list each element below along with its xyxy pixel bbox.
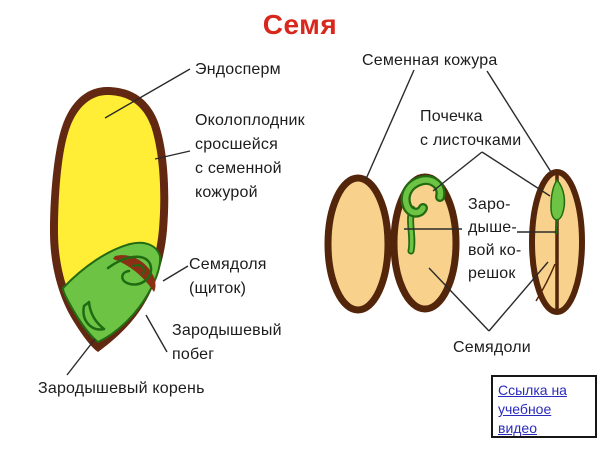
connector-root <box>66 338 96 376</box>
bean-seed-embryo-leaf <box>550 178 566 221</box>
connector-cotyledons-right <box>488 261 549 332</box>
connector-plumule-right <box>481 151 551 197</box>
label-embryonic-root: Зародышевый корень <box>38 380 205 397</box>
connector-shoot <box>145 314 168 353</box>
corn-embryo-swirl <box>106 255 153 286</box>
label-endosperm: Эндосперм <box>195 61 281 78</box>
label-cotyledons: Семядоли <box>453 339 531 356</box>
bean-cotyledon-left-half <box>324 174 392 314</box>
connector-lines <box>66 68 556 376</box>
label-embryonic-shoot: Зародышевый побег <box>172 322 282 363</box>
corn-embryo-swirl-inner <box>132 264 145 275</box>
connector-plumule-left <box>432 151 483 192</box>
bean-seed-thin-vein <box>535 263 556 302</box>
bean-plumule-hook-core <box>402 177 444 216</box>
connector-seed-coat-right <box>486 70 552 173</box>
connector-cotyledon <box>162 265 189 282</box>
page-title: Семя <box>262 9 338 40</box>
connector-endosperm <box>104 68 191 119</box>
label-seed-coat: Семенная кожура <box>362 52 498 69</box>
label-plumule-with-leaflets: Почечка с листочками <box>420 108 522 149</box>
video-link[interactable]: Ссылка на учебное видео <box>498 382 567 436</box>
label-cotyledon-scutellum: Семядоля (щиток) <box>189 256 267 297</box>
corn-embryo-root-crescent <box>82 300 106 331</box>
corn-seed-section <box>50 87 169 352</box>
corn-coat-fold <box>113 255 156 292</box>
connector-pericarp <box>154 150 191 160</box>
label-embryonic-rootlet: Заро- дыше- вой ко- решок <box>468 196 522 282</box>
bean-seed-group <box>324 169 585 315</box>
connector-seed-coat-left <box>365 69 415 180</box>
bean-seed-embryo-axis <box>554 217 559 235</box>
label-pericarp: Околоплодник сросшейся с семенной кожуро… <box>195 112 305 201</box>
connector-cotyledons-left <box>428 267 490 332</box>
video-link-box: Ссылка на учебное видео <box>491 375 597 438</box>
